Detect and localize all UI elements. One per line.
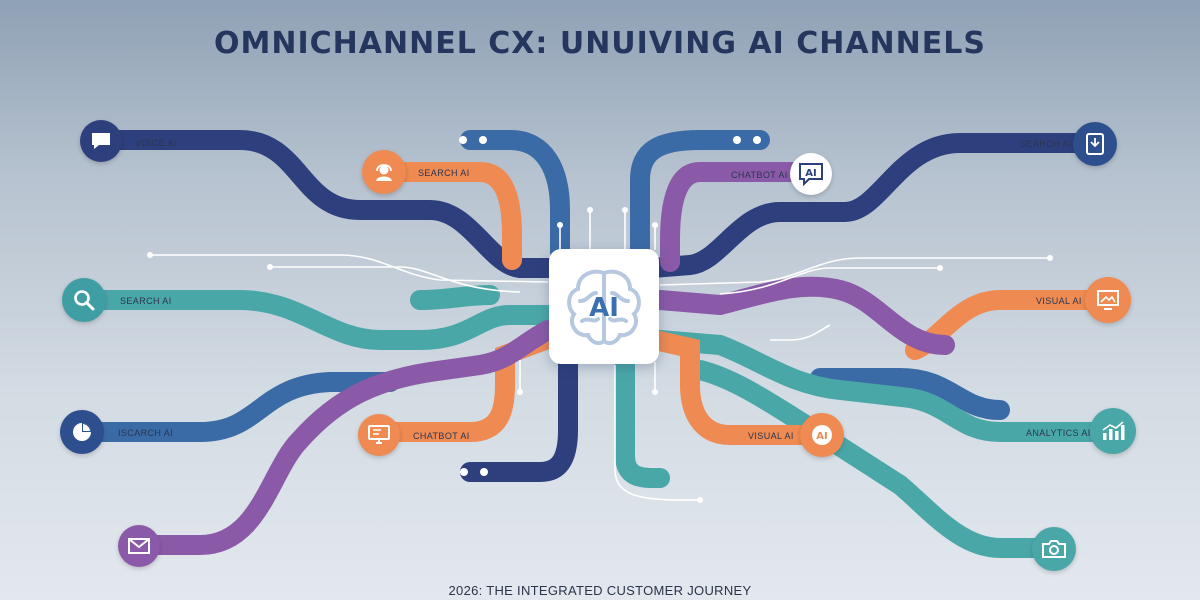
iscarch-ai-node[interactable] [60, 410, 104, 454]
line-isearch [70, 372, 400, 442]
voice-ai-label: VOICE AI [135, 138, 177, 148]
ai-hub: AI [549, 249, 659, 364]
analytics-ai-node[interactable] [1090, 408, 1136, 454]
mail-node[interactable] [118, 525, 160, 567]
magnifier-icon [74, 290, 95, 311]
voice-ai-node[interactable] [80, 120, 122, 162]
visual-ai-inner-label: VISUAL AI [748, 431, 794, 441]
hub-label: AI [589, 293, 619, 323]
chatbot-ai-right-node[interactable]: AI [790, 153, 832, 195]
visual-ai-inner-node[interactable]: AI [800, 413, 844, 457]
line-camera [690, 360, 1060, 558]
pie-chart-icon [73, 423, 91, 441]
line-visual-inner [645, 330, 825, 445]
iscarch-ai-label: ISCARCH AI [118, 428, 174, 438]
line-chatbot-inner [375, 330, 555, 442]
search-ai-inner-node[interactable] [362, 150, 406, 194]
ai-bubble-icon: AI [812, 425, 832, 445]
visual-ai-right-node[interactable] [1085, 277, 1131, 323]
ai-chat-icon-text: AI [805, 168, 816, 179]
search-ai-left-label: SEARCH AI [120, 296, 172, 306]
line-top-right-blue [630, 130, 770, 262]
line-bottom-navy [460, 350, 578, 482]
line-top-blue [460, 130, 570, 262]
mail-icon [128, 538, 150, 554]
line-search-inner [375, 162, 522, 270]
tablet-icon [1086, 133, 1104, 155]
search-ai-left-node[interactable] [62, 278, 106, 322]
line-search-left [70, 290, 566, 350]
camera-icon [1042, 540, 1066, 558]
analytics-ai-label: ANALYTICS AI [1026, 428, 1091, 438]
bar-chart-icon [1102, 421, 1125, 440]
page-title: OMNICHANNEL CX: UNUIVING AI CHANNELS [214, 26, 986, 61]
line-right-navy [642, 133, 1105, 278]
support-agent-icon [376, 164, 392, 181]
camera-node[interactable] [1032, 527, 1076, 571]
footer-caption: 2026: THE INTEGRATED CUSTOMER JOURNEY [448, 583, 752, 598]
line-chatbot-right [660, 162, 815, 272]
line-analytics [650, 330, 1120, 442]
line-right-blue-low [810, 368, 1010, 420]
chatbot-ai-left-label: CHATBOT AI [413, 431, 470, 441]
ai-chat-icon: AI [799, 163, 823, 187]
search-ai-inner-label: SEARCH AI [418, 168, 470, 178]
ai-bubble-icon-text: AI [816, 431, 827, 442]
line-teal-inner [410, 285, 500, 310]
search-ai-right-node[interactable] [1073, 122, 1117, 166]
visual-ai-right-label: VISUAL AI [1036, 296, 1082, 306]
search-ai-right-label: SEARCH AI [1020, 139, 1072, 149]
chatbot-ai-right-label: CHATBOT AI [731, 170, 788, 180]
line-voice-ai [90, 130, 566, 278]
chat-bubble-icon [92, 133, 110, 149]
chatbot-ai-left-node[interactable] [358, 414, 400, 456]
image-screen-icon [1097, 290, 1119, 310]
line-mail [130, 320, 558, 555]
line-teal-bottom-inner [615, 350, 670, 489]
monitor-icon [368, 425, 390, 444]
ai-brain-icon: AI [567, 269, 641, 345]
line-purple-right [650, 276, 955, 355]
